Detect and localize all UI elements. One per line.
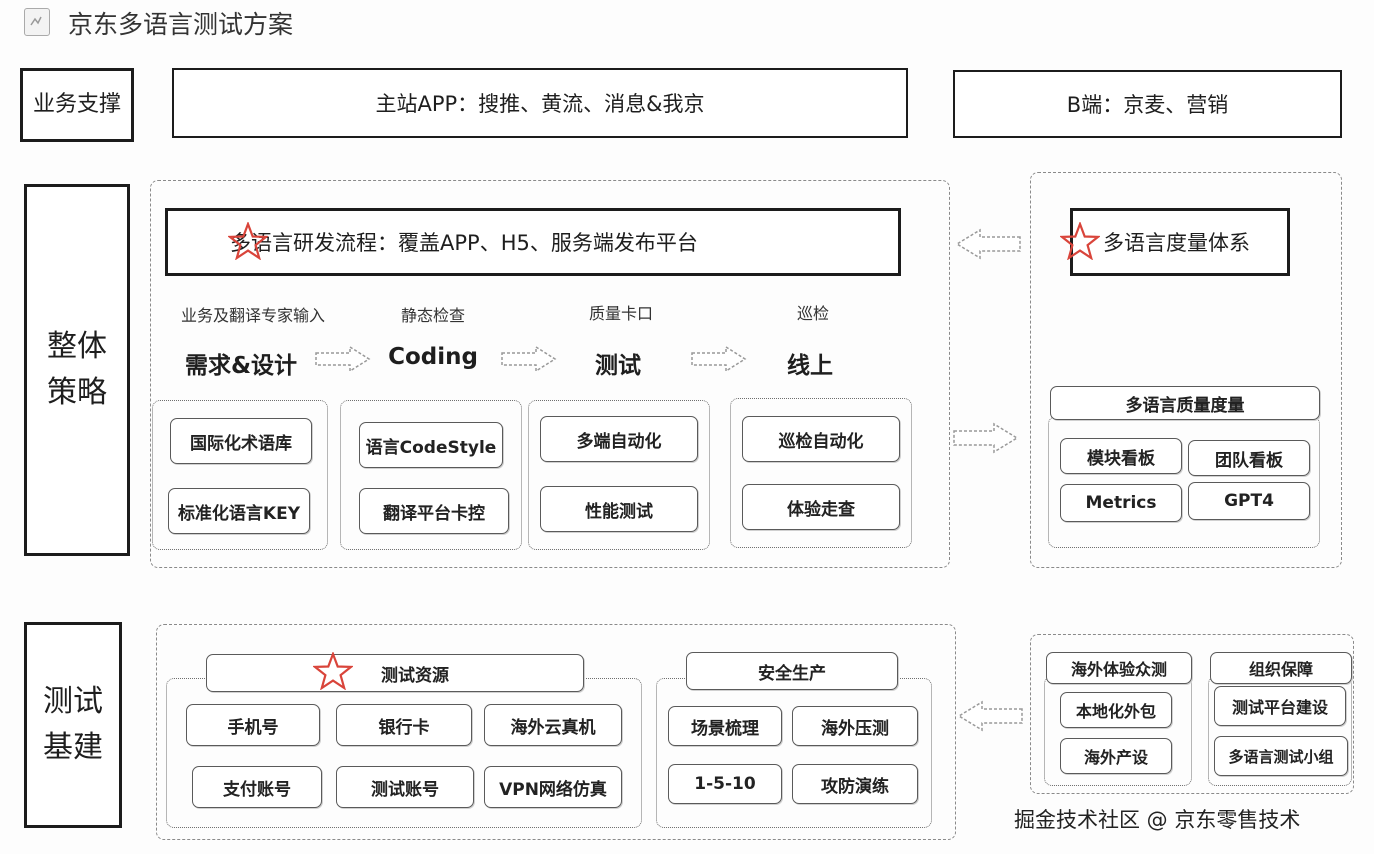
stage-caption-3: 质量卡口: [588, 304, 653, 323]
hollow-arrow-left-icon: [955, 228, 1021, 260]
support-main-text: 主站APP：搜推、黄流、消息&我京: [375, 92, 705, 116]
quality-system-box: 多语言度量体系: [1070, 208, 1290, 276]
quality-system-text: 多语言度量体系: [1103, 231, 1250, 255]
support-main-box: 主站APP：搜推、黄流、消息&我京: [172, 68, 908, 138]
stage-item: 巡检自动化: [742, 416, 900, 462]
test-resources-text: 测试资源: [381, 665, 449, 686]
stage-item: 语言CodeStyle: [359, 422, 503, 468]
stage-item: 标准化语言KEY: [168, 488, 310, 534]
stage-caption-2: 静态检查: [400, 306, 465, 325]
stage-item: 翻译平台卡控: [359, 488, 509, 534]
safe-item: 1-5-10: [668, 764, 782, 804]
stage-group-2: [340, 400, 522, 550]
test-resources-header: 测试资源: [206, 654, 584, 692]
quality-item: GPT4: [1188, 482, 1310, 520]
hollow-arrow-left-icon: [957, 700, 1023, 732]
support-b-text: B端：京麦、营销: [1066, 93, 1229, 117]
page-title: 京东多语言测试方案: [68, 10, 294, 39]
safe-production-header: 安全生产: [686, 652, 898, 690]
safe-production-group: [656, 678, 932, 828]
stage-name-1: 需求&设计: [184, 353, 298, 379]
hollow-arrow-right-icon: [953, 422, 1019, 454]
safe-item: 场景梳理: [668, 706, 782, 746]
org-header: 组织保障: [1210, 652, 1352, 684]
resource-item: VPN网络仿真: [484, 766, 622, 808]
quality-item: Metrics: [1060, 484, 1182, 522]
stage-caption-1: 业务及翻译专家输入: [180, 306, 325, 325]
resource-item: 海外云真机: [484, 704, 622, 746]
overseas-item: 本地化外包: [1060, 692, 1172, 728]
stage-item: 多端自动化: [540, 416, 698, 462]
star-icon: [228, 222, 268, 260]
org-item: 多语言测试小组: [1214, 736, 1348, 776]
row-label-support: 业务支撑: [20, 68, 134, 142]
resource-item: 银行卡: [336, 704, 472, 746]
stage-item: 体验走查: [742, 484, 900, 530]
org-item: 测试平台建设: [1214, 686, 1346, 726]
footer-watermark: 掘金技术社区 @ 京东零售技术: [1014, 808, 1301, 832]
stage-group-4: [730, 398, 912, 548]
row-label-strategy-text: 整体策略: [47, 329, 107, 410]
stage-name-4: 线上: [787, 353, 833, 379]
support-b-box: B端：京麦、营销: [953, 70, 1342, 138]
resource-item: 测试账号: [336, 766, 474, 808]
hollow-arrow-right-icon: [691, 345, 747, 373]
process-title-box: 多语言研发流程：覆盖APP、H5、服务端发布平台: [165, 208, 901, 276]
quality-measure-header: 多语言质量度量: [1050, 386, 1320, 420]
doc-icon: [24, 8, 50, 36]
quality-item: 模块看板: [1060, 438, 1182, 474]
overseas-item: 海外产设: [1060, 738, 1172, 774]
safe-item: 攻防演练: [792, 764, 918, 804]
hollow-arrow-right-icon: [501, 345, 557, 373]
stage-name-2: Coding: [388, 344, 478, 370]
overseas-header: 海外体验众测: [1046, 652, 1192, 684]
hollow-arrow-right-icon: [315, 345, 371, 373]
stage-item: 性能测试: [540, 486, 698, 532]
quality-item: 团队看板: [1188, 440, 1310, 476]
row-label-strategy: 整体策略: [24, 184, 130, 556]
process-title-text: 多语言研发流程：覆盖APP、H5、服务端发布平台: [230, 231, 698, 255]
quality-container: [1030, 172, 1342, 568]
org-container: [1030, 634, 1354, 794]
stage-item: 国际化术语库: [170, 418, 312, 464]
row-label-infra-text: 测试基建: [43, 684, 103, 765]
infra-container: [156, 624, 956, 840]
strategy-container: [150, 180, 950, 568]
star-icon: [313, 652, 353, 690]
stage-name-3: 测试: [595, 353, 641, 379]
row-label-infra: 测试基建: [24, 622, 122, 828]
resource-item: 手机号: [186, 704, 320, 746]
star-icon: [1060, 222, 1100, 260]
row-label-support-text: 业务支撑: [32, 92, 121, 117]
stage-caption-4: 巡检: [796, 304, 829, 323]
safe-item: 海外压测: [792, 706, 918, 746]
stage-group-1: [152, 400, 328, 550]
resource-item: 支付账号: [192, 766, 322, 808]
stage-group-3: [528, 400, 710, 550]
